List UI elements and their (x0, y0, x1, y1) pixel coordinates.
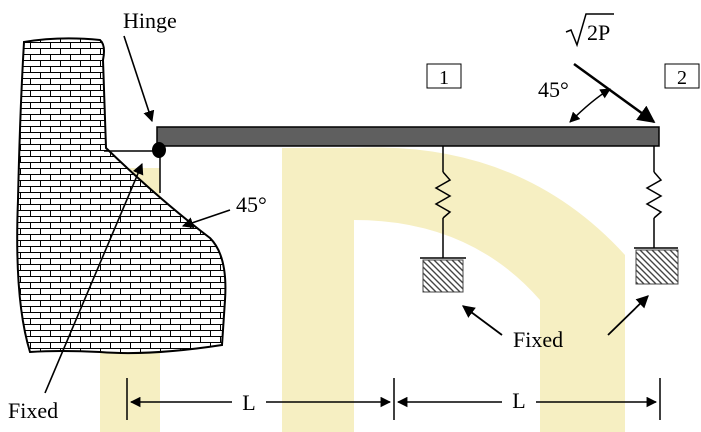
span-left-label: L (242, 390, 255, 415)
fixed-arrow-right (607, 295, 649, 336)
beam (156, 126, 660, 147)
force-angle-label: 45° (538, 77, 569, 102)
node-2-box (664, 63, 700, 89)
hinge-label: Hinge (123, 8, 177, 33)
wall-angle-label: 45° (236, 192, 267, 217)
fixed-supports-label: Fixed (513, 327, 563, 352)
spring-1 (420, 146, 466, 259)
node-2-label: 2 (677, 67, 687, 89)
fixed-wall-label: Fixed (8, 398, 58, 423)
fixed-wall-pointer-arrow (44, 162, 144, 394)
force-arrow (573, 62, 656, 124)
hinge-pin-icon (152, 142, 166, 158)
node-1-box (426, 63, 462, 89)
dimension-right-label-bg (502, 388, 536, 416)
brick-wall (16, 37, 227, 355)
node-1-label: 1 (439, 67, 449, 89)
ground-support-2 (635, 249, 679, 285)
force-angle-arc (569, 88, 611, 123)
force-label: 2P (587, 20, 610, 45)
fixed-arrow-left (461, 305, 503, 336)
square-root-icon (565, 13, 614, 48)
hinge-pointer-arrow (123, 35, 155, 123)
spring-2 (634, 146, 678, 249)
dimension-left-label-bg (232, 388, 266, 416)
span-right-label: L (512, 388, 525, 413)
dimension-lines (126, 378, 661, 420)
angle-pointer-arrow (181, 209, 231, 229)
ground-support-1 (422, 259, 464, 293)
